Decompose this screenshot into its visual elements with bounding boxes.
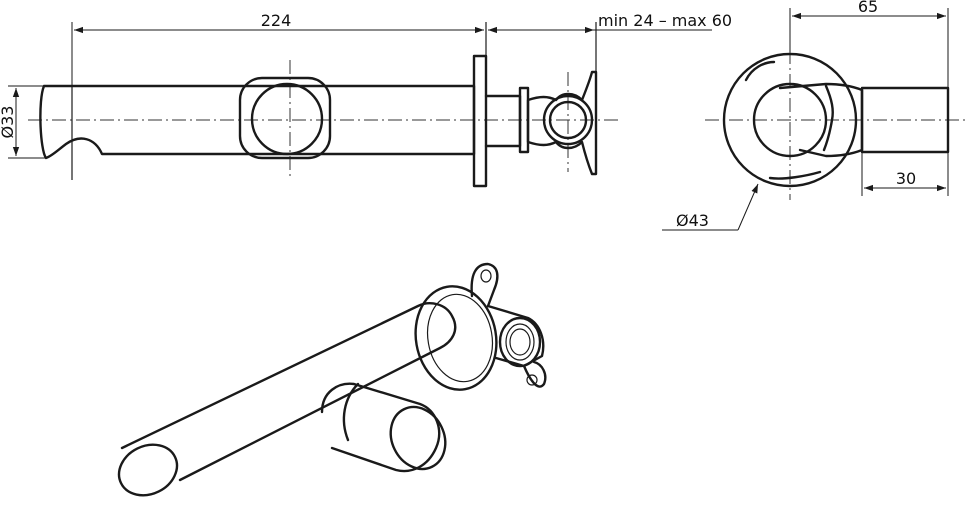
iso-rosette <box>414 285 498 391</box>
lever-handle <box>238 76 332 160</box>
dim-d43-label: Ø43 <box>676 211 709 230</box>
iso-lever <box>320 382 441 473</box>
iso-body <box>486 304 545 368</box>
dim-wall-label: min 24 – max 60 <box>598 11 732 30</box>
iso-lever-end <box>389 405 447 471</box>
inlet-ring <box>542 94 594 146</box>
lever-knob <box>250 82 324 156</box>
side-knob <box>752 82 828 158</box>
dim-224-label: 224 <box>261 11 292 30</box>
rosette-outer <box>722 52 858 188</box>
side-handle <box>860 86 950 154</box>
dim-d33-label: Ø33 <box>0 106 17 139</box>
isometric-view <box>117 262 547 497</box>
iso-spout <box>120 302 457 482</box>
iso-bracket-top <box>470 262 499 308</box>
leader-d43 <box>737 183 759 231</box>
spout-tube <box>39 84 476 160</box>
iso-inlet <box>498 316 542 368</box>
front-view: 224 min 24 – max 60 Ø33 <box>0 11 732 188</box>
wall-plate <box>472 54 488 188</box>
dim-30-label: 30 <box>896 169 916 188</box>
side-view: 65 30 Ø43 <box>662 0 965 231</box>
iso-bracket-bottom <box>522 360 547 388</box>
dim-65-label: 65 <box>858 0 878 16</box>
iso-spout-end <box>117 443 179 497</box>
